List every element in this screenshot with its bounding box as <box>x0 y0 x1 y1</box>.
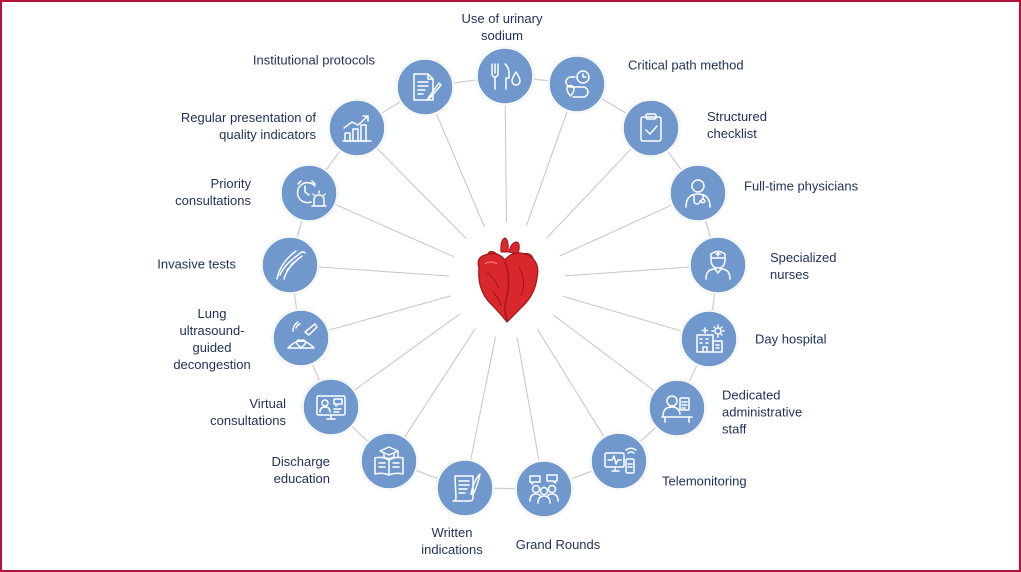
anatomical-heart-icon <box>477 237 539 323</box>
node-virtual-consultations <box>301 377 361 437</box>
node-invasive-tests <box>260 235 320 295</box>
node-telemonitoring <box>589 431 649 491</box>
ultrasound-probe-icon <box>287 321 318 349</box>
spoke-telemonitoring <box>537 329 605 437</box>
node-critical-path <box>547 54 607 114</box>
label-quality-indicators: Regular presentation of quality indicato… <box>180 110 316 142</box>
node-circle <box>548 55 606 113</box>
spoke-urinary-sodium <box>504 104 507 223</box>
spoke-institutional-protocols <box>435 113 485 227</box>
spoke-grand-rounds <box>516 337 540 461</box>
label-priority-consultations: Priority consultations <box>175 176 251 208</box>
label-invasive-tests: Invasive tests <box>157 256 236 272</box>
node-discharge-education <box>359 431 419 491</box>
label-lung-ultrasound: Lung ultrasound- guided decongestion <box>173 306 251 372</box>
spoke-written-indications <box>470 336 497 460</box>
spoke-quality-indicators <box>376 148 467 240</box>
fork-knife-droplet-icon <box>491 63 521 90</box>
node-circle <box>622 99 680 157</box>
node-priority-consultations <box>279 163 339 223</box>
group-discussion-icon <box>529 474 559 504</box>
spoke-specialized-nurses <box>564 266 690 277</box>
node-circle <box>476 47 534 105</box>
label-admin-staff: Dedicated administrative staff <box>722 387 803 437</box>
node-circle <box>280 164 338 222</box>
spoke-admin-staff <box>553 314 655 391</box>
node-circle <box>590 432 648 490</box>
node-circle <box>669 164 727 222</box>
node-circle <box>261 236 319 294</box>
label-day-hospital: Day hospital <box>755 331 827 347</box>
node-fulltime-physicians <box>668 163 728 223</box>
label-critical-path: Critical path method <box>628 57 744 73</box>
node-circle <box>396 58 454 116</box>
node-circle <box>436 459 494 517</box>
admin-desk-icon <box>661 395 693 423</box>
clipboard-check-icon <box>640 113 662 142</box>
telemonitoring-devices-icon <box>604 447 637 474</box>
spoke-lung-ultrasound <box>328 295 452 331</box>
node-institutional-protocols <box>395 57 455 117</box>
node-circle <box>689 236 747 294</box>
label-specialized-nurses: Specialized nurses <box>770 250 837 282</box>
node-circle <box>272 309 330 367</box>
label-grand-rounds: Grand Rounds <box>515 537 601 552</box>
node-admin-staff <box>647 378 707 438</box>
label-fulltime-physicians: Full-time physicians <box>744 178 859 194</box>
label-virtual-consultations: Virtual consultations <box>210 396 286 428</box>
node-quality-indicators <box>327 98 387 158</box>
physician-icon <box>685 179 711 208</box>
scroll-quill-icon <box>452 473 481 502</box>
node-circle <box>515 460 573 518</box>
spoke-discharge-education <box>404 328 476 438</box>
spoke-critical-path <box>525 111 568 226</box>
book-graduation-cap-icon <box>374 446 404 476</box>
node-circle <box>302 378 360 436</box>
node-written-indications <box>435 458 495 518</box>
label-telemonitoring: Telemonitoring <box>662 473 747 489</box>
clock-alarm-icon <box>296 180 327 207</box>
node-lung-ultrasound <box>271 308 331 368</box>
spoke-fulltime-physicians <box>559 204 672 257</box>
node-structured-checklist <box>621 98 681 158</box>
node-urinary-sodium <box>475 46 535 106</box>
label-structured-checklist: Structured checklist <box>707 109 767 141</box>
node-grand-rounds <box>514 459 574 519</box>
document-pen-icon <box>413 73 442 101</box>
node-circle <box>680 310 738 368</box>
spoke-priority-consultations <box>335 204 455 258</box>
bar-chart-trend-icon <box>342 115 372 142</box>
catheter-vessel-icon <box>276 250 306 280</box>
spoke-virtual-consultations <box>354 313 461 391</box>
spoke-day-hospital <box>562 295 682 332</box>
route-clock-icon <box>565 70 590 98</box>
label-written-indications: Written indications <box>421 525 483 557</box>
label-urinary-sodium: Use of urinary sodium <box>461 11 543 43</box>
nurse-icon <box>705 250 731 280</box>
hospital-building-icon <box>696 324 725 353</box>
spoke-structured-checklist <box>546 148 632 239</box>
node-circle <box>328 99 386 157</box>
label-institutional-protocols: Institutional protocols <box>252 52 375 68</box>
spoke-invasive-tests <box>318 266 450 277</box>
node-day-hospital <box>679 309 739 369</box>
label-discharge-education: Discharge education <box>271 454 330 486</box>
node-specialized-nurses <box>688 235 748 295</box>
heart-center <box>477 237 539 323</box>
video-call-monitor-icon <box>316 395 346 420</box>
